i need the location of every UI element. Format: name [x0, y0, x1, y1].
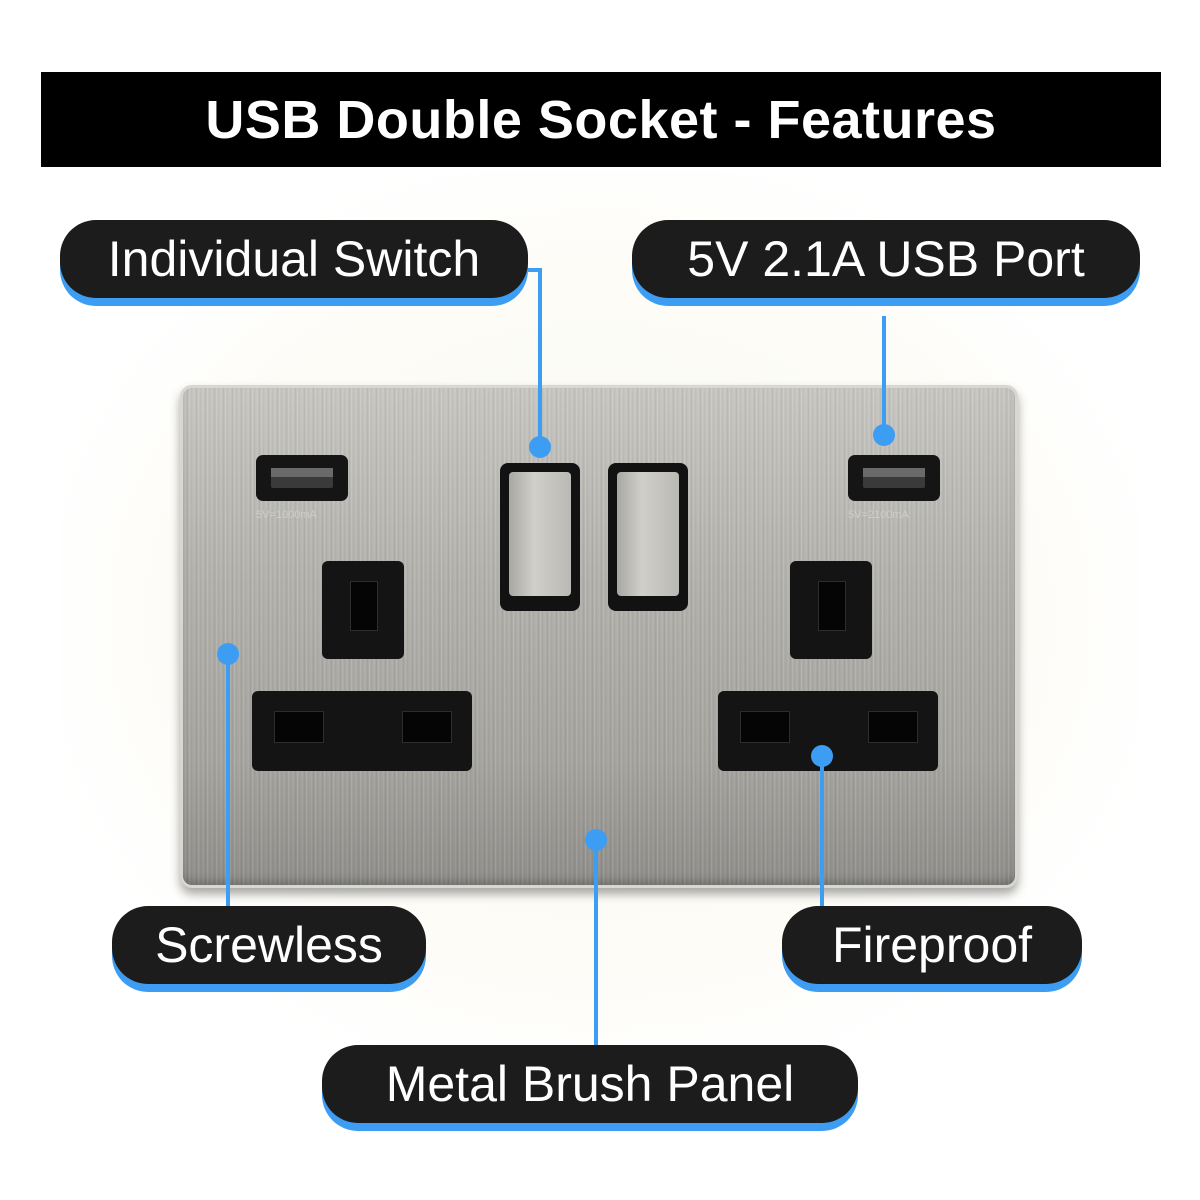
live-neutral-right	[718, 691, 938, 771]
title-bar: USB Double Socket - Features	[41, 72, 1161, 167]
connector-panel	[594, 840, 598, 1045]
callout-usb-port-text: 5V 2.1A USB Port	[687, 231, 1085, 287]
connector-usb	[882, 316, 886, 434]
connector-switch-h	[528, 268, 542, 272]
callout-metal-brush-panel: Metal Brush Panel	[322, 1045, 858, 1123]
connector-fireproof	[820, 756, 824, 906]
callout-fireproof: Fireproof	[782, 906, 1082, 984]
callout-metal-brush-panel-text: Metal Brush Panel	[385, 1056, 795, 1112]
connector-switch-v	[538, 268, 542, 446]
page-title: USB Double Socket - Features	[205, 89, 997, 150]
earth-pin-right	[790, 561, 872, 659]
switch-right[interactable]	[608, 463, 688, 611]
callout-fireproof-text: Fireproof	[831, 917, 1033, 973]
usb-port-left	[256, 455, 348, 501]
connector-screwless	[226, 654, 230, 906]
usb-right-rating: 5V=2100mA	[848, 509, 909, 521]
callout-individual-switch-text: Individual Switch	[107, 231, 481, 287]
callout-usb-port: 5V 2.1A USB Port	[632, 220, 1140, 298]
switch-left[interactable]	[500, 463, 580, 611]
marker-dot-switch	[529, 436, 551, 458]
callout-screwless-text: Screwless	[155, 917, 383, 973]
usb-left-rating: 5V=1000mA	[256, 509, 317, 521]
usb-port-right	[848, 455, 940, 501]
live-neutral-left	[252, 691, 472, 771]
callout-individual-switch: Individual Switch	[60, 220, 528, 298]
marker-dot-fireproof	[811, 745, 833, 767]
marker-dot-screwless	[217, 643, 239, 665]
earth-pin-left	[322, 561, 404, 659]
socket-plate: 5V=1000mA 5V=2100mA	[180, 385, 1018, 888]
marker-dot-usb	[873, 424, 895, 446]
callout-screwless: Screwless	[112, 906, 426, 984]
marker-dot-panel	[585, 829, 607, 851]
